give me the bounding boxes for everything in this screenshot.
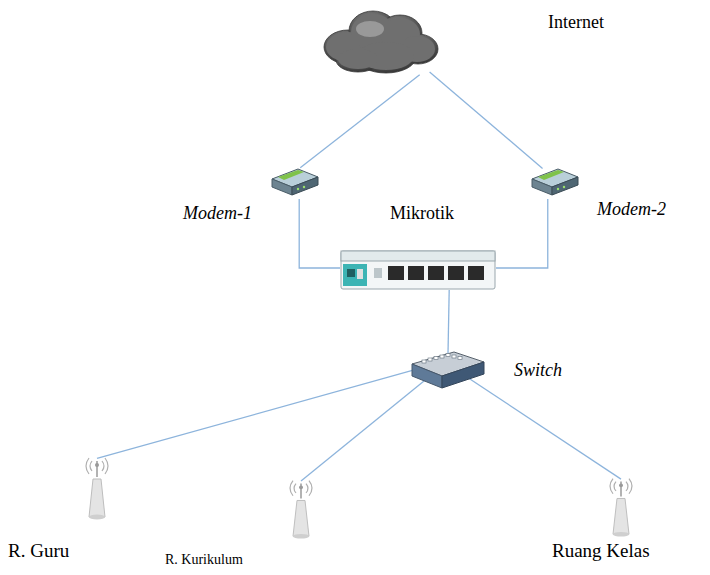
node-label: Modem-1 xyxy=(183,203,252,224)
access-point-graphic xyxy=(286,476,316,540)
router-icon-graphic xyxy=(340,250,496,290)
node-label: R. Guru xyxy=(8,540,69,562)
modem-icon: Modem-2 xyxy=(528,165,580,199)
node-label: Internet xyxy=(548,12,604,33)
access-point: Ruang Kelas xyxy=(606,474,636,538)
network-link xyxy=(496,199,548,268)
router-icon: Mikrotik xyxy=(340,250,496,290)
switch-icon: Switch xyxy=(408,348,488,396)
modem-icon: Modem-1 xyxy=(268,165,320,199)
access-point: R. Guru xyxy=(82,453,112,521)
network-link xyxy=(468,378,621,479)
switch-icon-graphic xyxy=(408,348,488,396)
network-link xyxy=(301,374,432,481)
modem-icon-graphic xyxy=(268,165,320,199)
node-label: R. Kurikulum xyxy=(165,552,243,568)
network-link xyxy=(97,367,424,458)
network-link xyxy=(299,199,340,268)
internet-cloud: Internet xyxy=(318,5,442,77)
access-point: R. Kurikulum xyxy=(286,476,316,540)
node-label: Switch xyxy=(514,360,562,381)
network-link xyxy=(300,75,419,168)
node-label: Mikrotik xyxy=(390,203,454,224)
modem-icon-graphic xyxy=(528,165,580,199)
node-label: Ruang Kelas xyxy=(552,540,650,562)
network-link xyxy=(430,72,543,168)
internet-cloud-graphic xyxy=(318,5,442,77)
node-label: Modem-2 xyxy=(597,199,666,220)
access-point-graphic xyxy=(82,453,112,521)
network-link xyxy=(448,290,449,354)
access-point-graphic xyxy=(606,474,636,538)
